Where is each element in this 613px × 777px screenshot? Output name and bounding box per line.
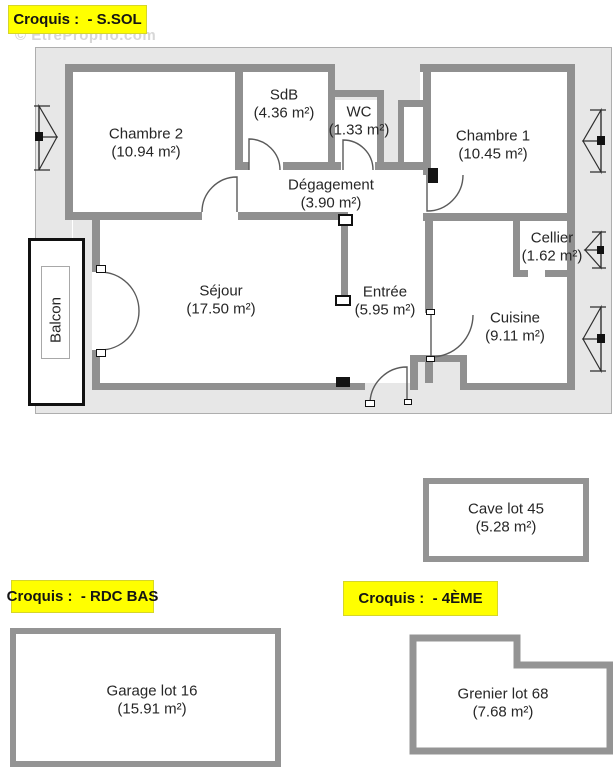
- room-label-sejour: Séjour(17.50 m²): [186, 282, 256, 318]
- wall-cap: [426, 356, 435, 362]
- room-label-chambre2: Chambre 2(10.94 m²): [108, 125, 184, 161]
- wall-sejour-divider: [341, 212, 348, 302]
- wall-cap: [426, 309, 435, 315]
- wall-cuisine-left-b: [425, 358, 433, 383]
- wall-wc-top: [335, 90, 384, 97]
- croquis-tag-4eme: Croquis : - 4ÈME: [343, 581, 498, 616]
- wall-sdb-bottom-b: [283, 162, 341, 170]
- wall-nook-top: [418, 355, 467, 362]
- wall-top-left: [65, 64, 335, 72]
- room-label-entree: Entrée(5.95 m²): [354, 283, 416, 319]
- wall-degagement-bottom: [238, 212, 348, 220]
- wall-wc-left: [328, 72, 335, 170]
- wall-cellier-left: [513, 221, 520, 277]
- wall-cellier-bottom-a: [513, 270, 528, 277]
- garage-box: [10, 628, 281, 767]
- wall-sejour-left-b: [92, 350, 100, 383]
- room-label-sdb: SdB(4.36 m²): [253, 86, 315, 122]
- wall-nook-right: [460, 355, 467, 390]
- wall-nook-bottom: [375, 162, 431, 170]
- lot-label-cave: Cave lot 45(5.28 m²): [468, 500, 544, 536]
- wall-chambre1-left: [423, 64, 431, 175]
- room-label-degagement: Dégagement(3.90 m²): [288, 176, 374, 212]
- lot-label-garage: Garage lot 16(15.91 m²): [106, 682, 198, 718]
- wall-sdb-bottom-a: [243, 162, 249, 170]
- wall-shaft-side: [398, 100, 404, 162]
- wall-cuisine-left-a: [425, 221, 433, 313]
- wall-nook-left: [410, 355, 418, 390]
- balcony-inner-rect: [41, 266, 70, 359]
- apartment-floor: [72, 72, 567, 383]
- room-label-cellier: Cellier(1.62 m²): [521, 229, 583, 265]
- wall-cap: [338, 214, 353, 226]
- room-label-cuisine: Cuisine(9.11 m²): [485, 309, 545, 345]
- wall-outer-right: [567, 64, 575, 390]
- room-label-chambre1: Chambre 1(10.45 m²): [455, 127, 531, 163]
- wall-top-right: [420, 64, 575, 72]
- wall-cap: [335, 295, 351, 306]
- croquis-tag-rdcbas: Croquis : - RDC BAS: [7, 580, 158, 613]
- wall-shaft-step: [398, 100, 423, 107]
- lot-label-grenier: Grenier lot 68(7.68 m²): [457, 685, 549, 721]
- wall-outer-left: [65, 64, 73, 220]
- cave-box: [423, 478, 589, 562]
- wall-sejour-left-a: [92, 212, 100, 272]
- croquis-tag-ssol: Croquis : - S.SOL: [8, 5, 147, 34]
- wall-bottom-a: [92, 383, 365, 390]
- wall-bottom-b: [460, 383, 575, 390]
- room-label-wc: WC(1.33 m²): [328, 103, 390, 139]
- wall-chambre2-bottom: [65, 212, 202, 220]
- wall-chambre1-bottom: [423, 213, 575, 221]
- wall-cap: [96, 265, 106, 273]
- wall-sdb-left: [235, 64, 243, 170]
- room-label-balcon: Balcon: [47, 297, 65, 343]
- duct-shaft: [384, 97, 398, 162]
- wall-cap: [365, 400, 375, 407]
- switch-symbol: [336, 377, 350, 387]
- wall-cellier-bottom-b: [545, 270, 575, 277]
- switch-symbol: [428, 168, 438, 183]
- wall-cap: [96, 349, 106, 357]
- wall-cap: [404, 399, 412, 405]
- wall-wc-right: [377, 90, 384, 170]
